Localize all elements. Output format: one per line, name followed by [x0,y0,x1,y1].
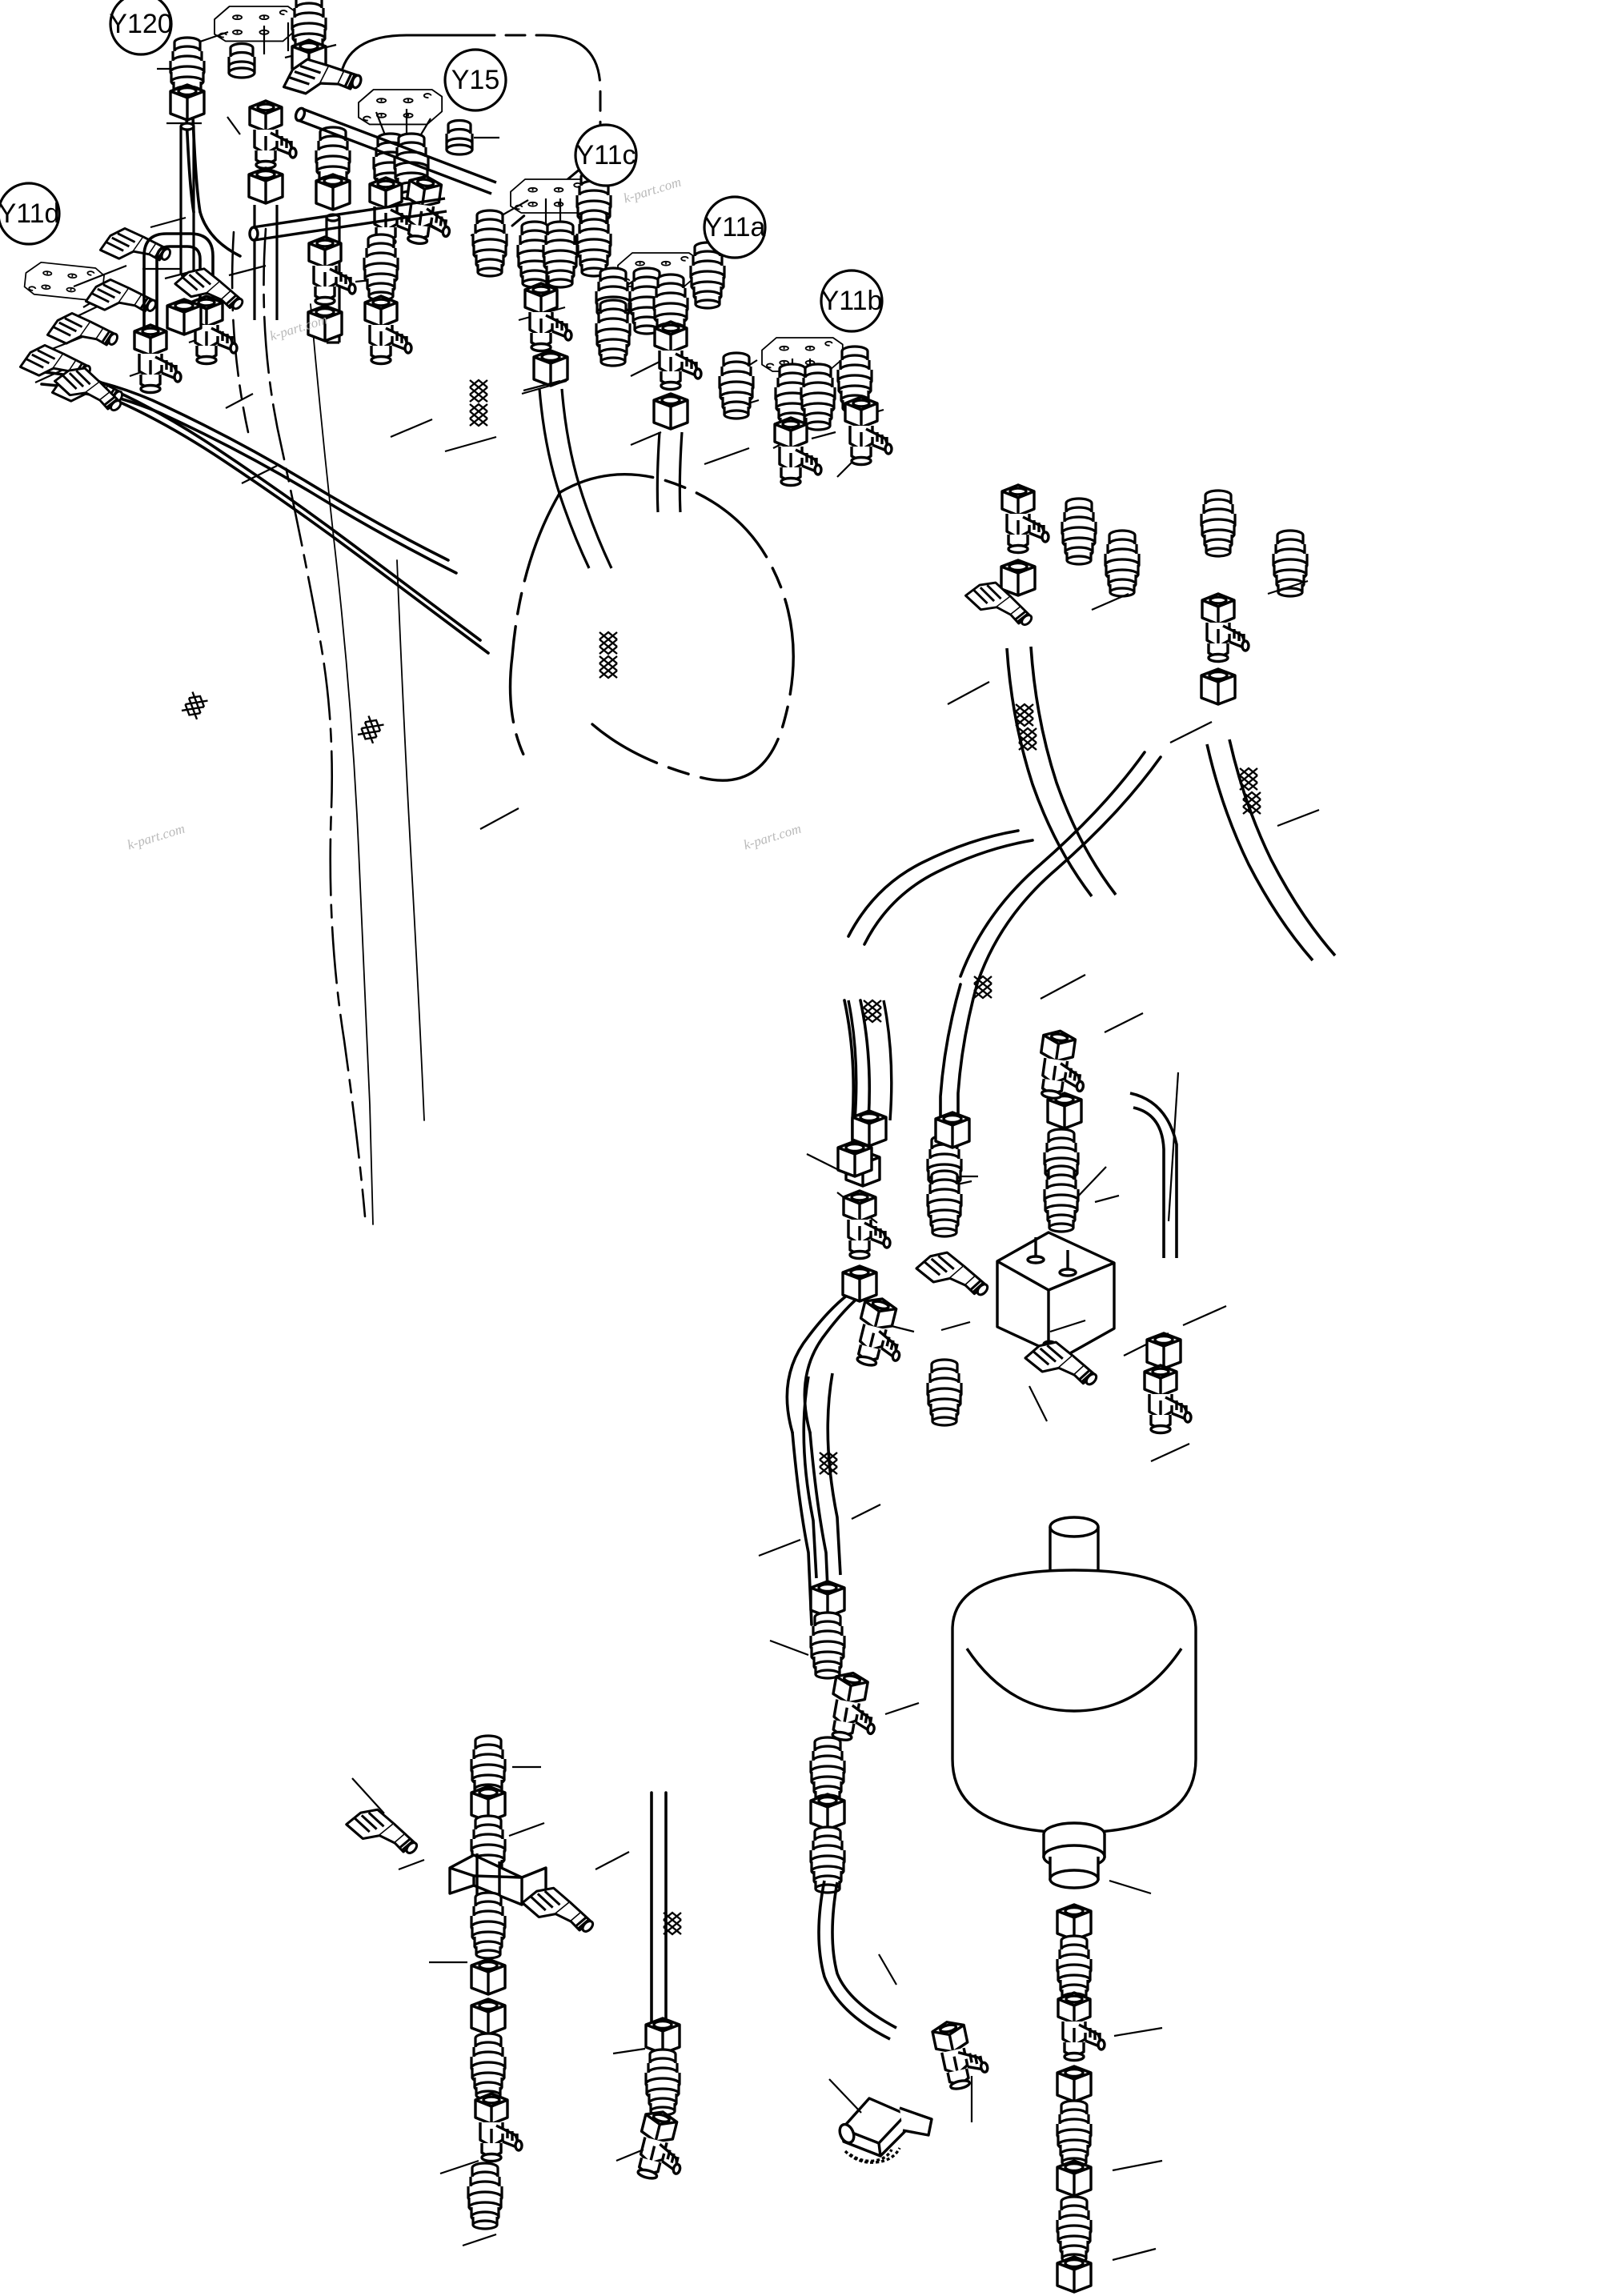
rigid-tube-y15-1 [294,106,497,195]
center-manifold-assembly [836,1000,1193,1520]
callout-circle-y15 [443,48,507,112]
group-y11b [718,337,893,487]
callout-circle-y11d [0,182,61,246]
manifold-block [996,1231,1116,1365]
hose-stub-center [847,1000,893,1121]
hose-lower [802,1372,842,1579]
bleeder-valve [838,2097,933,2164]
bent-tube-lower [817,1880,897,2041]
cross-fitting [448,1853,547,1906]
group-y11c [471,170,613,569]
hose-y11c [538,388,613,569]
right-hose-runs [1005,646,1337,962]
bleeder-tee-cluster [828,2014,992,2164]
hose-y11a [656,431,684,513]
accumulator [951,1516,1197,1834]
hose-routes [34,94,1162,2050]
leader-lines [612,2047,646,2162]
phantom-outline-lower [508,473,795,782]
leader-lines [828,2076,973,2122]
right-column-fittings [947,483,1309,743]
group-y11a [595,241,726,513]
leader-lines [947,579,1309,743]
group-y120 [142,0,366,344]
leader-lines [758,1538,920,1985]
u-bend-tube [142,232,215,346]
rigid-tube-y15-2 [248,197,447,242]
callout-circles [0,0,884,333]
callout-circle-y11c [574,123,638,187]
lower-center-column [758,1372,920,2041]
callout-circle-y11a [703,195,767,259]
phantom-section-lines [231,227,367,1218]
lower-left-elbow [612,2017,694,2186]
callout-circle-y120 [109,0,173,56]
callout-circle-y11b [820,269,884,333]
group-y15 [248,89,499,366]
leader-lines [351,1765,630,2247]
misc-leader-lines [241,379,1320,1462]
leader-lines [1109,1879,1163,2262]
group-y11d [18,216,267,415]
bent-tube-center [1129,1092,1178,1258]
cross-fitting-cluster [342,1734,630,2247]
thin-section-lines [310,303,425,1225]
hose-y120 [253,205,279,320]
accumulator-neck [1042,1821,1106,1889]
accumulator-outlet-column [1056,1879,1163,2294]
